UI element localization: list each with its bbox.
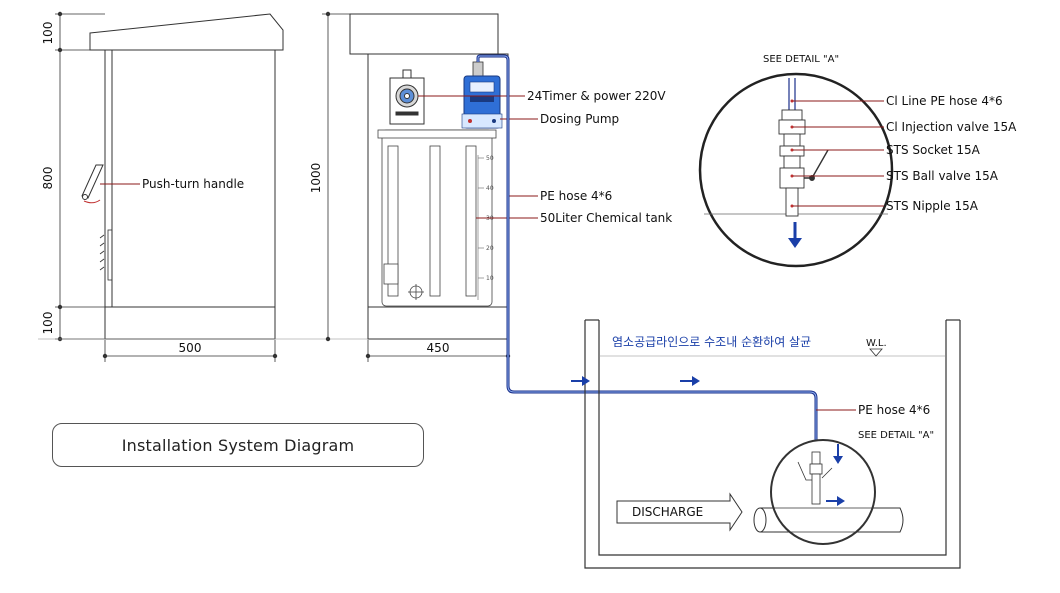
diagram-title: Installation System Diagram — [121, 435, 355, 455]
diagram-title-box: Installation System Diagram — [52, 423, 424, 467]
chemical-tank-icon — [377, 129, 497, 307]
detail-label-socket: STS Socket 15A — [886, 143, 981, 157]
side-view-cabinet — [89, 13, 284, 340]
see-detail-bottom-label: SEE DETAIL "A" — [858, 430, 934, 441]
detail-label-nipple: STS Nipple 15A — [886, 199, 979, 213]
detail-bottom-pipe — [774, 451, 872, 533]
water-tank — [584, 319, 961, 569]
dim-front-width: 450 — [427, 341, 450, 355]
detail-bottom-arrows — [826, 444, 845, 506]
detail-label-injection-valve: Cl Injection valve 15A — [886, 120, 1017, 134]
scale-50: 50 — [486, 155, 494, 162]
see-detail-top-label: SEE DETAIL "A" — [763, 54, 839, 65]
dosing-pump-icon — [461, 61, 503, 129]
detail-circle-bottom — [770, 439, 876, 545]
side-dimension-lines — [38, 11, 400, 362]
detail-leaders — [793, 100, 884, 207]
flow-arrows — [571, 376, 700, 386]
timer-label: 24Timer & power 220V — [527, 89, 666, 103]
push-turn-handle-icon — [81, 164, 104, 204]
chemical-tank-label: 50Liter Chemical tank — [540, 211, 672, 225]
pe-hose-label: PE hose 4*6 — [540, 189, 612, 203]
dim-side-mid: 800 — [41, 167, 55, 190]
dim-side-top: 100 — [41, 22, 55, 45]
detail-top-dots — [790, 99, 794, 208]
scale-20: 20 — [486, 245, 494, 252]
discharge-label: DISCHARGE — [632, 505, 703, 519]
dim-front-height: 1000 — [309, 163, 323, 194]
scale-40: 40 — [486, 185, 494, 192]
detail-label-cl-line: Cl Line PE hose 4*6 — [886, 94, 1003, 108]
pe-hose-bottom-label: PE hose 4*6 — [858, 403, 930, 417]
vent-slots — [99, 229, 113, 281]
detail-top-hose — [788, 78, 796, 110]
water-level-label: W.L. — [866, 338, 887, 349]
discharge-arrow-icon — [616, 492, 743, 532]
timer-device-icon — [389, 69, 425, 125]
dim-side-bottom: 100 — [41, 312, 55, 335]
dosing-pump-label: Dosing Pump — [540, 112, 619, 126]
detail-label-ball-valve: STS Ball valve 15A — [886, 169, 999, 183]
korean-note: 염소공급라인으로 수조내 순환하여 살균 — [612, 335, 811, 349]
scale-10: 10 — [486, 275, 494, 282]
pe-hose-highlight — [477, 55, 817, 452]
water-level-icon — [869, 348, 883, 357]
dim-side-width: 500 — [179, 341, 202, 355]
detail-top-arrow — [788, 222, 802, 248]
push-turn-handle-label: Push-turn handle — [142, 177, 244, 191]
front-dimension-lines — [322, 11, 511, 362]
